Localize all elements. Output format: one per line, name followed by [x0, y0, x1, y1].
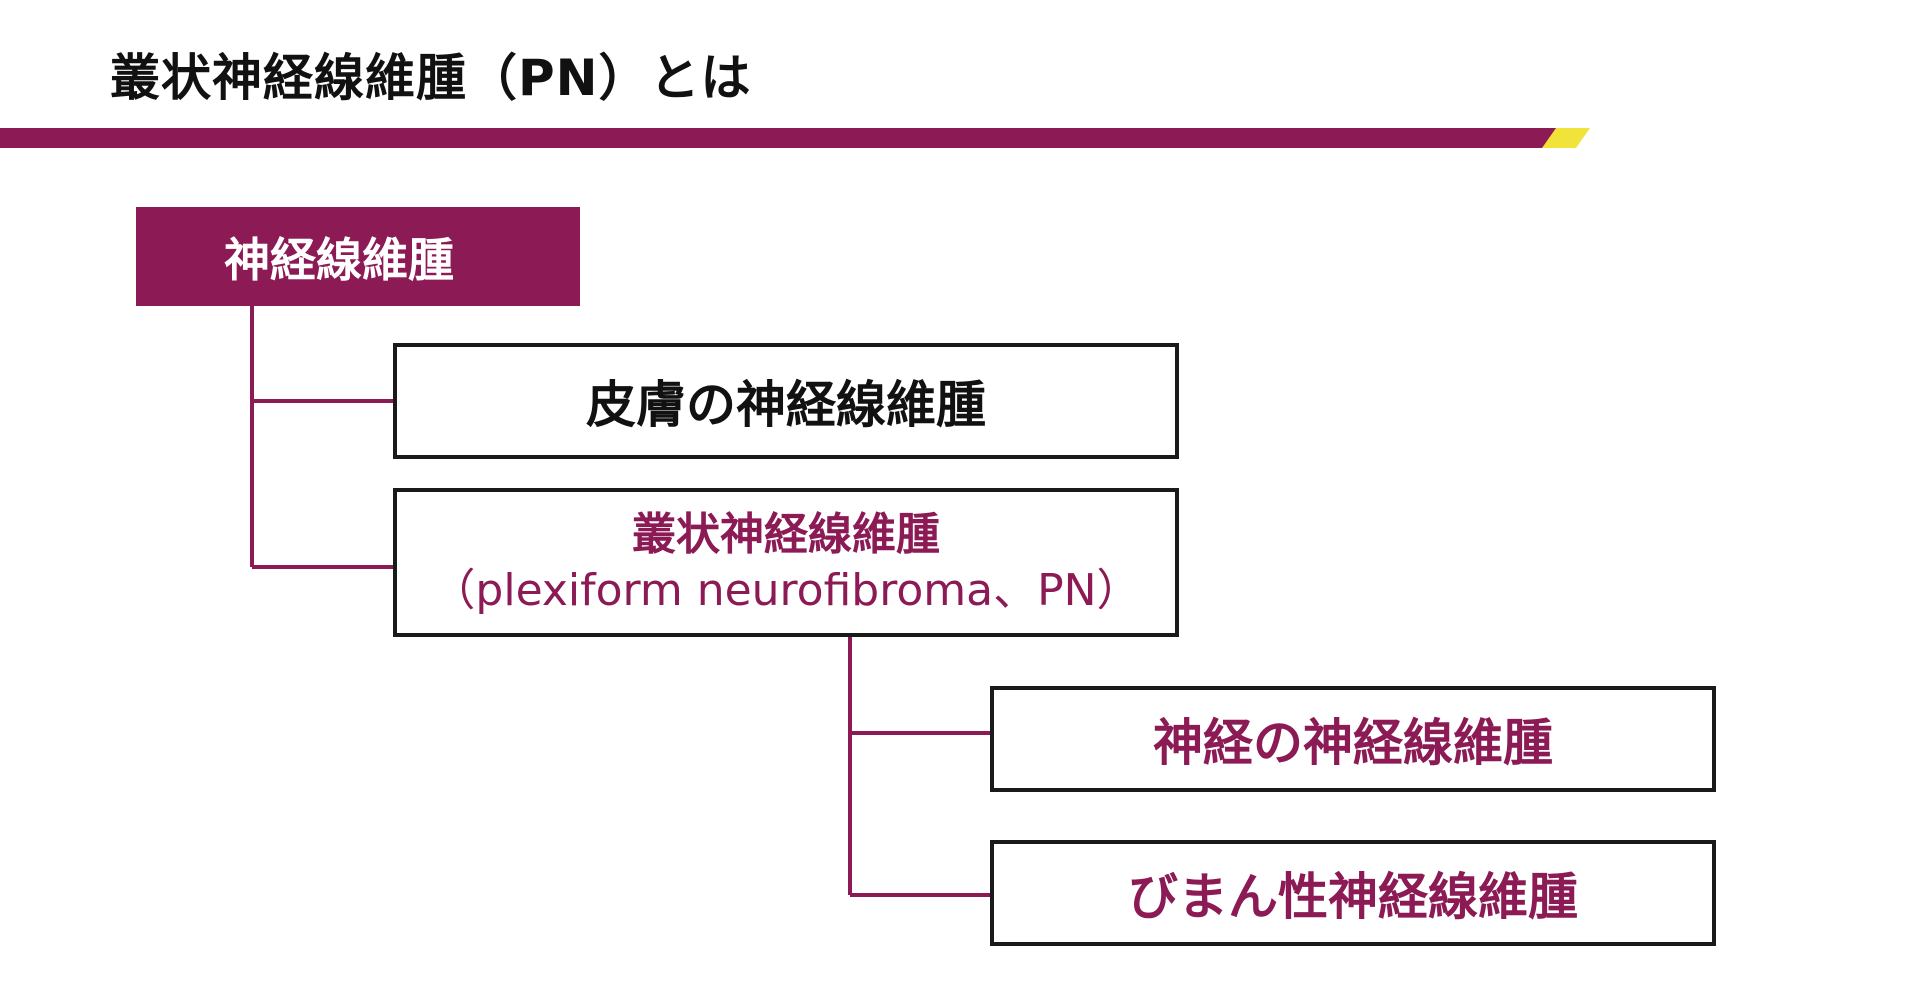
plexiform-neurofibroma-node: 叢状神経線維腫 （plexiform neurofibroma、PN）: [393, 488, 1179, 637]
nerve-neurofibroma-node: 神経の神経線維腫: [990, 686, 1716, 792]
title-rule-accent: [1542, 128, 1590, 148]
plexiform-neurofibroma-label: 叢状神経線維腫: [632, 508, 940, 560]
title-rule-bar: [0, 128, 1556, 148]
diffuse-neurofibroma-label: びまん性神経線維腫: [1128, 868, 1578, 926]
page-title: 叢状神経線維腫（PN）とは: [110, 49, 752, 107]
skin-neurofibroma-node: 皮膚の神経線維腫: [393, 343, 1179, 459]
root-node: 神経線維腫: [136, 207, 580, 306]
diffuse-neurofibroma-node: びまん性神経線維腫: [990, 840, 1716, 946]
root-node-label: 神経線維腫: [224, 232, 454, 287]
plexiform-neurofibroma-sublabel: （plexiform neurofibroma、PN）: [431, 564, 1141, 616]
nerve-neurofibroma-label: 神経の神経線維腫: [1153, 714, 1553, 772]
skin-neurofibroma-label: 皮膚の神経線維腫: [586, 376, 986, 434]
